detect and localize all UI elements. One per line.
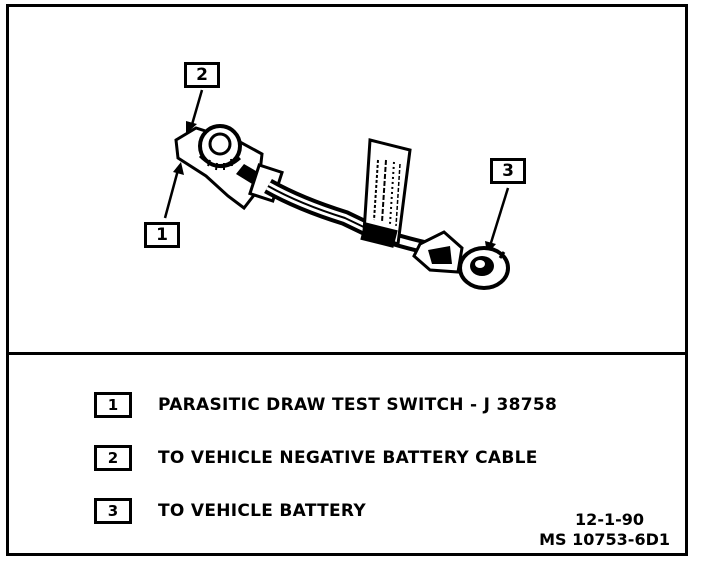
test-switch-illustration: [163, 89, 510, 290]
legend-text-1: PARASITIC DRAW TEST SWITCH - J 38758: [158, 395, 558, 415]
reference-date: 12-1-90: [575, 510, 644, 529]
legend-number-2: 2: [94, 445, 132, 471]
figure-divider: [6, 352, 688, 355]
leader-arrow-1: [163, 162, 184, 219]
legend-item-1: 1 PARASITIC DRAW TEST SWITCH - J 38758: [94, 390, 557, 420]
figure-frame: [6, 4, 688, 556]
ring-terminal: [458, 246, 510, 290]
callout-3: 3: [490, 158, 526, 184]
legend-number-3: 3: [94, 498, 132, 524]
switch-body: [412, 230, 464, 274]
legend-text-3: TO VEHICLE BATTERY: [158, 501, 366, 521]
legend-item-2: 2 TO VEHICLE NEGATIVE BATTERY CABLE: [94, 443, 538, 473]
callout-1: 1: [144, 222, 180, 248]
instruction-tag: [360, 138, 412, 248]
leader-arrow-3: [485, 187, 510, 254]
callout-2: 2: [184, 62, 220, 88]
legend-item-3: 3 TO VEHICLE BATTERY: [94, 496, 366, 526]
leader-arrow-2: [186, 89, 204, 134]
reference-code: MS 10753-6D1: [539, 530, 670, 549]
legend-number-1: 1: [94, 392, 132, 418]
battery-clamp: [174, 124, 284, 211]
legend-text-2: TO VEHICLE NEGATIVE BATTERY CABLE: [158, 448, 538, 468]
